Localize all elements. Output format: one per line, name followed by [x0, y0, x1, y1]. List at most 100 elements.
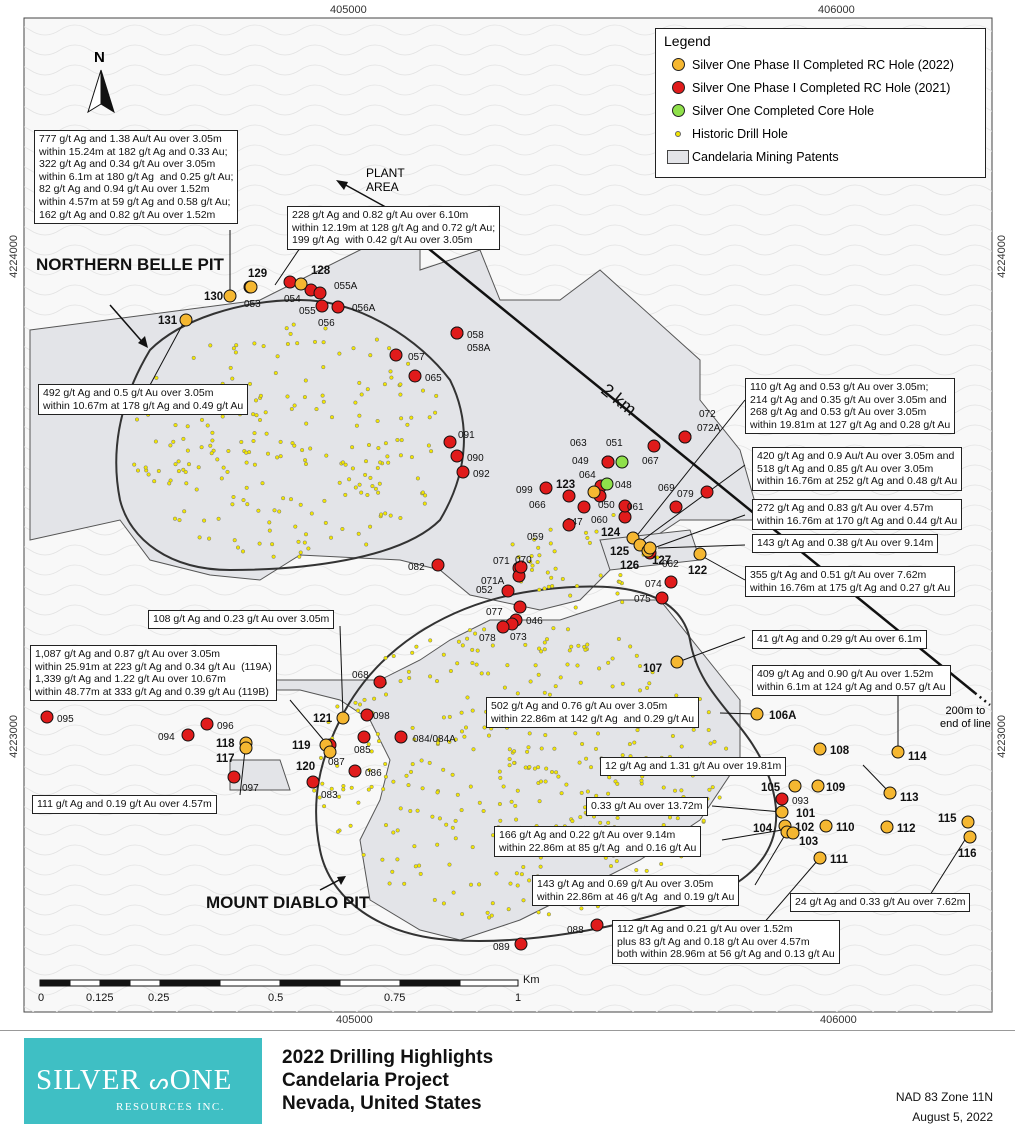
historic-hole	[435, 740, 441, 745]
drill-hole-marker	[775, 805, 789, 819]
historic-hole	[498, 775, 503, 780]
easting-label: 405000	[330, 4, 367, 16]
historic-hole	[441, 901, 446, 906]
drill-hole-marker	[819, 819, 833, 833]
historic-hole	[435, 790, 440, 795]
historic-hole	[543, 733, 548, 738]
historic-hole	[539, 649, 544, 654]
drill-hole-marker	[961, 815, 975, 829]
drill-hole-marker	[813, 851, 827, 865]
drill-hole-label: 122	[688, 565, 707, 577]
historic-hole	[375, 418, 380, 424]
historic-hole	[417, 863, 422, 868]
historic-hole	[251, 412, 256, 417]
historic-hole	[302, 540, 307, 545]
historic-hole	[606, 791, 611, 796]
historic-hole	[552, 746, 557, 751]
drill-hole-marker	[562, 489, 576, 503]
historic-hole	[594, 529, 599, 534]
drill-hole-label: 055	[299, 306, 316, 317]
drill-hole-label: 120	[296, 761, 315, 773]
drill-hole-label: 060	[591, 515, 608, 526]
historic-hole	[554, 770, 559, 775]
historic-hole	[395, 437, 400, 443]
historic-hole	[441, 767, 446, 772]
drill-hole-label: 089	[493, 942, 510, 953]
assay-callout: 1,087 g/t Ag and 0.87 g/t Au over 3.05m …	[30, 645, 277, 702]
historic-hole	[672, 788, 678, 793]
historic-hole	[409, 455, 414, 460]
historic-hole	[679, 744, 684, 749]
historic-hole	[579, 790, 584, 795]
assay-callout: 12 g/t Ag and 1.31 g/t Au over 19.81m	[600, 757, 787, 776]
historic-hole	[380, 857, 385, 862]
historic-hole	[292, 443, 297, 448]
historic-hole	[337, 480, 342, 485]
historic-hole	[382, 382, 387, 387]
drill-hole-label: 055A	[334, 281, 358, 292]
historic-hole	[233, 350, 238, 355]
historic-hole	[350, 445, 355, 450]
end-of-line-note: 200m to end of line	[940, 705, 991, 730]
drill-hole-label: 079	[677, 489, 694, 500]
historic-hole	[509, 799, 514, 804]
diablo-pit-arrowhead	[337, 876, 346, 885]
historic-hole	[513, 803, 518, 808]
historic-hole	[377, 481, 382, 486]
historic-hole	[182, 509, 187, 514]
drill-hole-label: 097	[242, 783, 259, 794]
historic-hole	[383, 441, 388, 446]
historic-hole	[470, 845, 475, 850]
historic-hole	[173, 423, 178, 428]
drill-hole-label: 072A	[697, 423, 721, 434]
historic-hole	[410, 762, 415, 767]
historic-hole	[410, 650, 415, 655]
historic-hole	[576, 643, 581, 648]
historic-hole	[336, 794, 342, 799]
scale-tick-label: 0.125	[86, 992, 114, 1004]
historic-hole	[260, 481, 265, 486]
historic-hole	[383, 692, 389, 697]
historic-hole	[289, 406, 294, 412]
scale-unit: Km	[523, 974, 540, 986]
historic-hole	[575, 663, 580, 668]
historic-hole	[312, 339, 318, 344]
drill-hole-label: 046	[526, 616, 543, 627]
historic-hole	[329, 786, 334, 791]
historic-hole	[550, 584, 555, 589]
drill-hole-marker	[408, 369, 422, 383]
historic-hole	[473, 631, 478, 636]
historic-hole	[364, 542, 369, 547]
historic-hole	[537, 553, 542, 558]
historic-hole	[168, 443, 173, 448]
historic-hole	[627, 742, 632, 747]
historic-hole	[378, 460, 383, 465]
drill-hole-marker	[647, 439, 661, 453]
drill-hole-label: 084/084A	[413, 734, 456, 745]
drill-hole-label: 108	[830, 745, 850, 757]
historic-hole	[487, 915, 492, 920]
historic-hole	[544, 637, 550, 642]
historic-hole	[620, 681, 625, 686]
assay-callout: 41 g/t Ag and 0.29 g/t Au over 6.1m	[752, 630, 927, 649]
historic-hole	[321, 340, 326, 345]
historic-hole	[199, 417, 205, 422]
north-label: N	[94, 49, 105, 66]
historic-hole	[569, 644, 574, 649]
historic-hole	[199, 445, 204, 450]
historic-hole	[717, 795, 722, 800]
drill-hole-marker	[294, 277, 308, 291]
phase1-hole-icon	[671, 81, 685, 94]
historic-hole	[209, 451, 214, 456]
historic-hole	[465, 636, 470, 641]
drill-hole-marker	[618, 499, 632, 513]
historic-hole	[379, 512, 384, 517]
historic-hole	[365, 387, 370, 392]
historic-hole	[463, 725, 469, 730]
historic-hole	[231, 346, 236, 351]
drill-hole-marker	[394, 730, 408, 744]
historic-hole	[667, 815, 673, 820]
historic-hole	[460, 643, 465, 648]
historic-hole	[448, 668, 453, 674]
northern-belle-pit-label: NORTHERN BELLE PIT	[36, 255, 224, 274]
